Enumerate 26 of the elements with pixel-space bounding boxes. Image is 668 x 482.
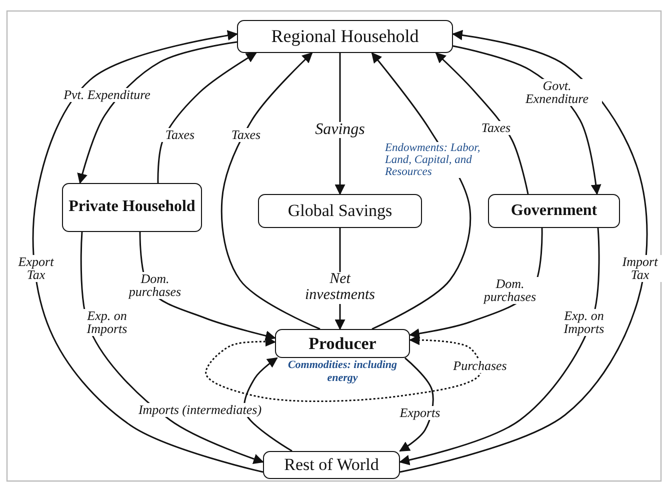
arrow bbox=[32, 30, 264, 473]
node-box bbox=[488, 194, 620, 228]
node-box bbox=[263, 451, 400, 479]
arrow bbox=[398, 228, 600, 466]
node-label: Rest of World bbox=[284, 456, 379, 474]
node-label: Government bbox=[510, 202, 598, 220]
arrow bbox=[371, 52, 472, 330]
arrow bbox=[77, 41, 238, 184]
node-box bbox=[275, 329, 410, 358]
node-box bbox=[62, 183, 202, 232]
node-caption: Commodities: including energy bbox=[286, 359, 398, 384]
node-label: Global Savings bbox=[288, 202, 392, 220]
node-label: Producer bbox=[308, 334, 376, 352]
node-label: Private Household bbox=[68, 199, 196, 216]
dotted-arrow bbox=[205, 334, 482, 402]
arrow bbox=[400, 30, 648, 473]
arrow bbox=[243, 357, 292, 452]
arrow bbox=[399, 357, 434, 452]
arrow bbox=[334, 53, 346, 196]
arrow bbox=[435, 52, 529, 194]
node-box bbox=[237, 20, 453, 53]
arrow bbox=[157, 52, 257, 183]
edge-label: Pvt. Expenditure bbox=[62, 88, 152, 102]
arrow bbox=[220, 52, 320, 330]
node-label: Regional Household bbox=[271, 27, 419, 46]
node-box bbox=[258, 194, 422, 228]
